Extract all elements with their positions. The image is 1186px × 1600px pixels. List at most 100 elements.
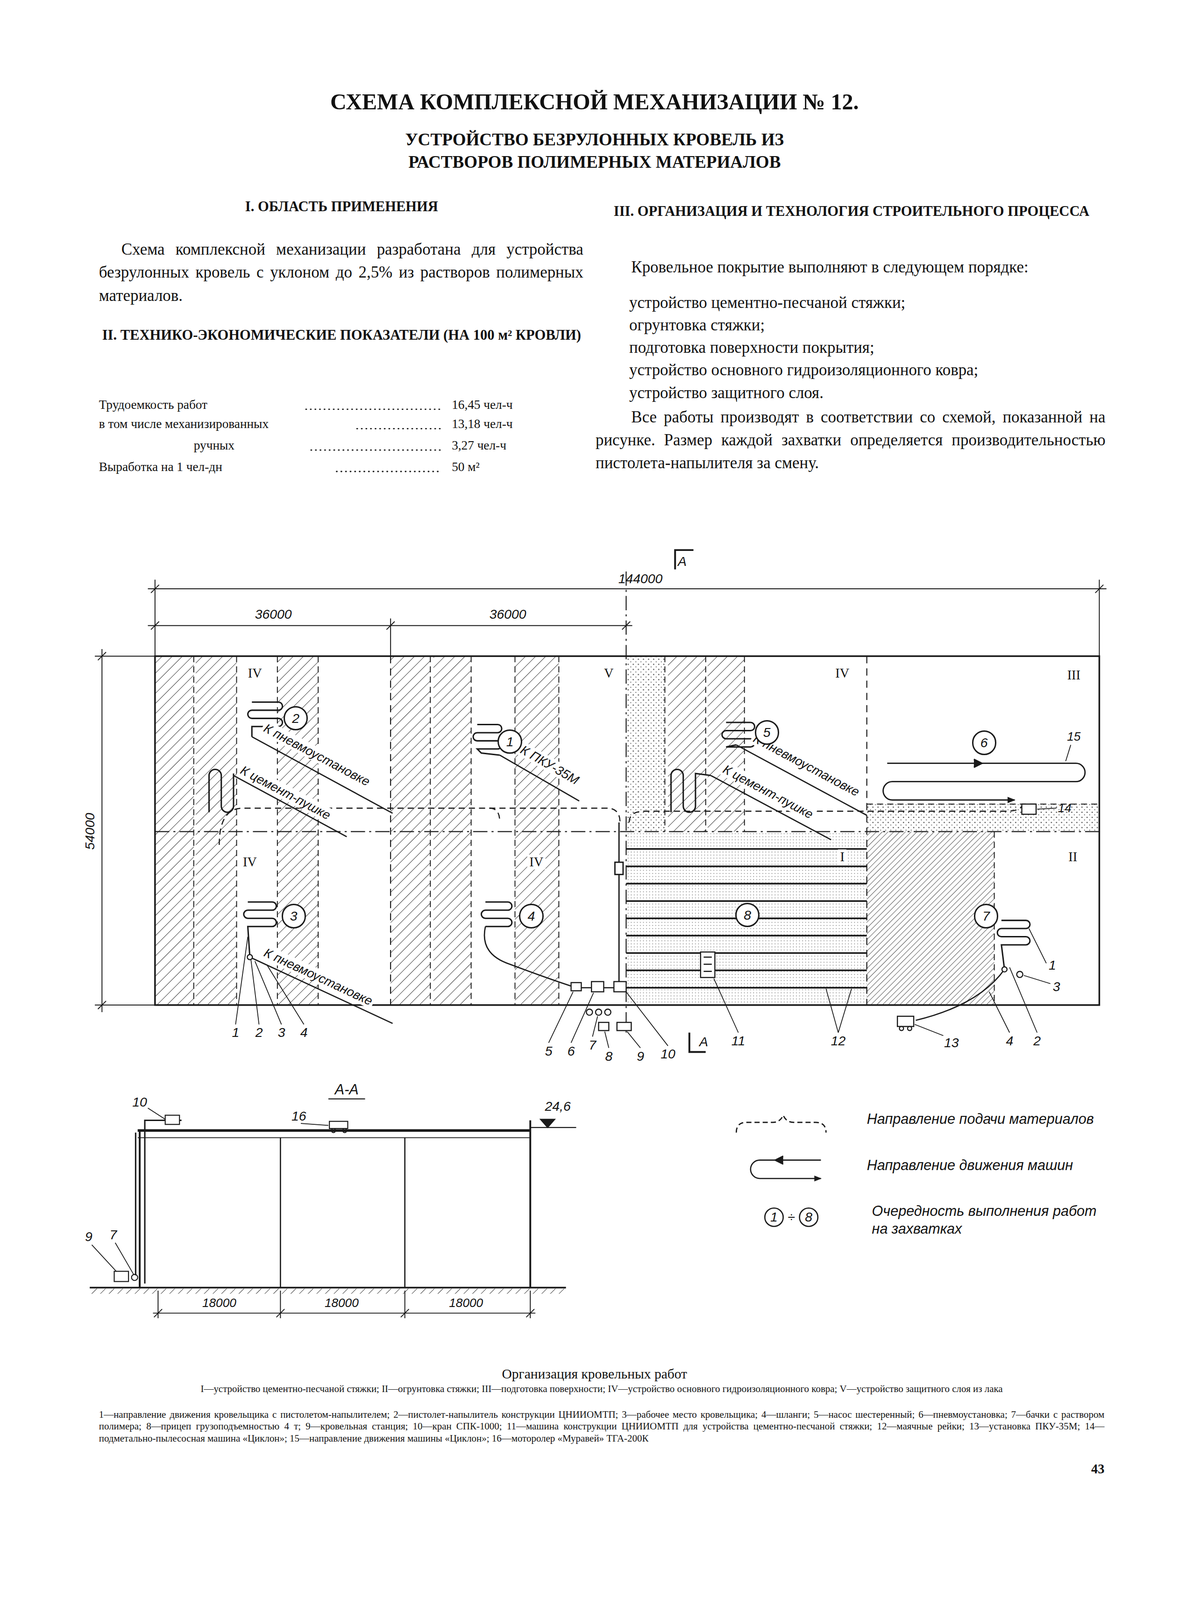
drawing-label: 54000 <box>82 812 98 850</box>
building-section <box>91 1107 328 1274</box>
drawing-label: 11 <box>731 1032 746 1048</box>
leader-line <box>914 928 1051 1036</box>
drawing-label: 36000 <box>255 606 292 622</box>
supply-line <box>219 805 1022 845</box>
pipe <box>618 822 620 982</box>
pipe <box>614 822 623 982</box>
text-block: устройство цементно-песчаной стяжки; <box>629 293 906 313</box>
drawing-label: 144000 <box>618 570 663 587</box>
text-block: I. ОБЛАСТЬ ПРИМЕНЕНИЯ <box>245 198 439 216</box>
dimension-line <box>150 584 1104 593</box>
hose <box>233 775 347 837</box>
text-block: Трудоемкость работ <box>99 397 208 412</box>
equipment <box>703 956 712 972</box>
dot-leader <box>305 409 441 472</box>
equipment <box>586 1008 593 1016</box>
dot-leader <box>305 409 441 472</box>
sequence-circle: 5 <box>754 719 780 745</box>
building-section <box>131 1273 138 1280</box>
supply-line <box>219 807 620 845</box>
drawing-label: 7 <box>109 1226 117 1242</box>
hose <box>249 956 393 1023</box>
machine-route <box>973 759 982 767</box>
drawing-label: 8 <box>604 1047 613 1064</box>
circle-number: 2 <box>291 711 300 725</box>
page-title: СХЕМА КОМПЛЕКСНОЙ МЕХАНИЗАЦИИ № 12. <box>330 89 860 115</box>
sequence-circle: 8 <box>735 902 760 927</box>
drawing-label: V <box>602 665 616 682</box>
roof-zone-fill <box>390 655 431 1005</box>
machine-route <box>883 762 1086 800</box>
text-block: 16,45 чел-ч <box>451 397 513 412</box>
drawing-label: ÷ <box>787 1208 796 1225</box>
roof-zone-fill <box>155 655 1100 1005</box>
drawing-label: 8 <box>804 1208 813 1225</box>
drawing-label: К цемент-пушке <box>236 761 335 824</box>
leader-line <box>1036 807 1057 809</box>
drawing-label: IV <box>527 853 546 870</box>
drawing-label: К пневмоустановке <box>260 943 377 1009</box>
drawing-label: А <box>699 1033 709 1050</box>
zone-border <box>193 655 1100 1005</box>
equipment <box>571 982 582 991</box>
drawing-label: II <box>1066 849 1080 865</box>
drawing-label: 9 <box>85 1228 93 1244</box>
drawing-label: 18000 <box>324 1295 359 1310</box>
text-block: I—устройство цементно-песчаной стяжки; I… <box>99 1382 1105 1395</box>
machine-route <box>1065 744 1071 761</box>
circle-number: 7 <box>982 909 990 923</box>
hose-snake <box>209 769 234 813</box>
drawing-label: А-А <box>334 1080 359 1098</box>
pipe <box>614 861 623 874</box>
equipment <box>907 1026 912 1031</box>
drawing-label: 13 <box>944 1034 959 1051</box>
building-section <box>328 1098 366 1100</box>
hose-snake <box>997 920 1030 970</box>
dimension-line <box>98 651 107 1009</box>
screed-rail <box>625 848 867 988</box>
drawing-label: 5 <box>545 1042 553 1059</box>
text-block: 43 <box>1091 1460 1105 1477</box>
text-block: III. ОРГАНИЗАЦИЯ И ТЕХНОЛОГИЯ СТРОИТЕЛЬН… <box>601 200 1102 222</box>
drawing-label: 16 <box>291 1107 307 1124</box>
equipment <box>613 981 626 992</box>
drawing-label: 18000 <box>448 1295 483 1310</box>
drawing-label: 6 <box>567 1042 576 1059</box>
sequence-circle: 6 <box>972 730 997 755</box>
legend-text: Направление движения машин <box>866 1155 1102 1174</box>
drawing-label: III <box>1065 667 1083 683</box>
equipment <box>595 1008 602 1016</box>
legend-sample <box>736 1114 826 1133</box>
roof-zone-fill <box>155 655 194 1005</box>
drawing-label: 2 <box>1033 1032 1041 1048</box>
building-section <box>137 1136 531 1138</box>
circle-number: 1 <box>506 734 514 748</box>
text-block: 50 м² <box>451 459 480 475</box>
drawing-label: 14 <box>1058 800 1072 815</box>
hose-snake <box>481 901 512 926</box>
equipment <box>897 1015 914 1027</box>
building-section <box>530 1126 576 1128</box>
building-section <box>154 1308 535 1317</box>
text-block: 1—направление движения кровельщика с пис… <box>99 1408 1105 1445</box>
hose <box>915 968 1005 1020</box>
hose-snake <box>671 769 711 813</box>
dimension-line <box>148 617 633 656</box>
drawing-label: 3 <box>1052 978 1061 995</box>
equipment <box>1001 966 1008 972</box>
drawing-label: 9 <box>636 1047 645 1064</box>
equipment <box>617 1022 632 1030</box>
roof-zone-fill <box>625 831 867 1005</box>
hose <box>251 736 393 814</box>
building-section <box>342 1128 348 1133</box>
drawing-label: 18000 <box>202 1295 237 1310</box>
legend-sample <box>774 1155 783 1164</box>
equipment <box>604 1008 611 1016</box>
drawing-label: К ПКУ-35М <box>516 741 584 789</box>
figure-caption: Организация кровельных работ <box>502 1365 688 1382</box>
building-section <box>114 1271 129 1282</box>
plan-outline <box>625 571 627 1033</box>
building-section <box>135 1120 182 1284</box>
text-block: Все работы производят в соответствии со … <box>595 405 1106 475</box>
leader-line <box>713 978 852 1033</box>
